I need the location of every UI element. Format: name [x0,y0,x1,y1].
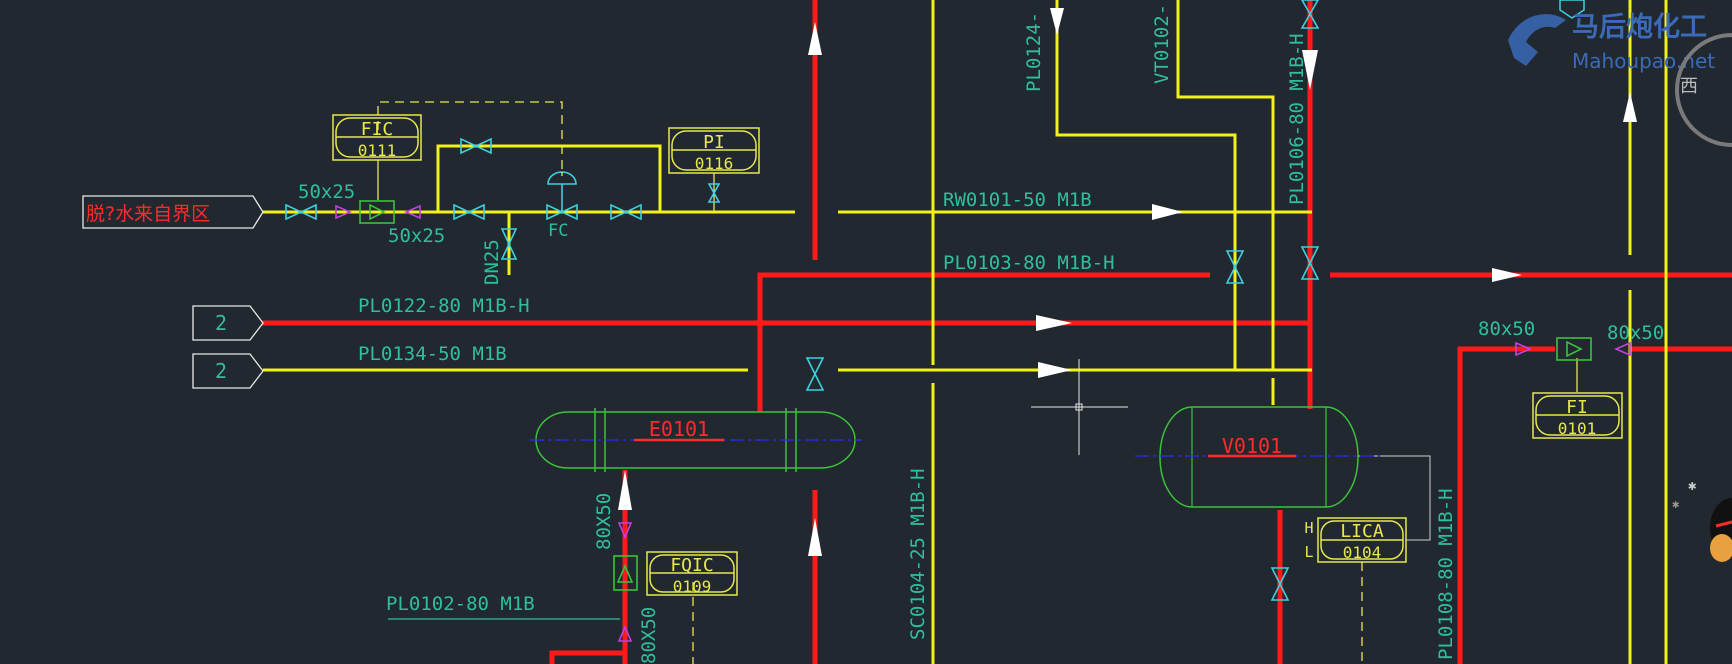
control-valve-body [546,203,578,221]
line-label-pl0108: PL0108-80 M1B-H [1435,488,1457,660]
watermark: 马后炮化工 Mahoupao.net 西 [1508,0,1732,147]
gate-valve [610,203,642,221]
instrument-tag: FQIC [670,555,713,576]
instrument-fi-0101 [1532,392,1623,439]
instrument-tag: LICA [1340,521,1384,542]
gate-valve-drain [500,228,518,260]
gate-valve-pi [707,183,721,203]
equipment-tag-v0101: V0101 [1222,434,1282,458]
flow-arrows [618,8,1637,556]
line-label-pl0124: PL0124- [1023,12,1045,92]
instrument-loop: 0116 [695,154,734,173]
line-vt0102 [1176,0,1275,370]
line-pl0108 [1457,346,1555,664]
line-label-pl0103: PL0103-80 M1B-H [943,252,1115,274]
instrument-loop: 0109 [673,577,712,596]
size-label: 80X50 [638,607,660,664]
instrument-tag: FIC [361,119,394,140]
valves [285,0,1320,601]
offpage-connectors [82,195,264,389]
level-tap-lines [1358,455,1431,541]
gate-valve [1270,567,1290,601]
cad-crosshair-cursor [1031,359,1128,455]
instrument-loop: 0111 [358,141,397,160]
inlet-boundary-flag [82,195,264,229]
offpage-number: 2 [215,359,227,383]
svg-text:✱: ✱ [1688,478,1697,494]
gate-valve [1300,246,1320,280]
mascot-icon: ✱ ✱ [1672,478,1732,562]
control-valve-actuator [547,171,577,212]
watermark-horse-logo [1508,14,1566,66]
flow-elements [359,200,1592,591]
gate-valve [1225,250,1245,284]
instrument-lica-0104 [1317,517,1407,563]
gate-valve [285,203,317,221]
alarm-low-label: L [1304,543,1313,561]
valve-action-label: FC [548,221,568,241]
size-label: 80x50 [1607,322,1664,344]
offpage-connector-2 [192,353,264,389]
instrument-tag: PI [703,132,725,153]
instrument-bubbles [332,114,1623,596]
line-label-pl0106: PL0106-80 M1B-H [1286,33,1308,205]
svg-text:✱: ✱ [1672,497,1679,511]
line-label-pl0122: PL0122-80 M1B-H [358,295,530,317]
gate-valve [460,137,492,155]
offpage-connector-1 [192,305,264,341]
line-label-pl0102: PL0102-80 M1B [386,593,535,615]
drain-size-label: DN25 [481,239,503,285]
size-label: 50x25 [298,181,355,203]
instrument-fic-0111 [332,114,422,161]
line-label-sc0104: SC0104-25 M1B-H [907,468,929,640]
watermark-side-char: 西 [1680,76,1698,97]
vessel-v0101 [1135,406,1380,508]
line-label-pl0134: PL0134-50 M1B [358,343,507,365]
line-pl0124 [1055,0,1237,370]
alarm-high-label: H [1304,519,1313,537]
watermark-cn: 马后炮化工 [1572,11,1707,43]
size-label: 80X50 [593,493,615,550]
offpage-number: 2 [215,311,227,335]
reducers [335,204,1631,642]
gate-valve [805,357,825,391]
instrument-pi-0116 [668,127,760,174]
heat-exchanger-e0101 [530,408,862,472]
instrument-fqic-0109 [646,551,738,596]
instrument-loop: 0104 [1343,543,1382,562]
equipment-tag-e0101: E0101 [649,417,709,441]
signal-lines [377,101,1578,664]
line-label-rw0101: RW0101-50 M1B [943,189,1092,211]
gate-valve [453,203,485,221]
size-label: 50x25 [388,225,445,247]
line-label-vt0102: VT0102- [1151,4,1173,84]
gate-valve [1300,0,1320,29]
utility-lines [263,0,1668,664]
inlet-boundary-label: 脱?水来自界区 [86,203,210,225]
size-label: 80x50 [1478,318,1535,340]
instrument-loop: 0101 [1558,419,1597,438]
instrument-tag: FI [1566,397,1588,418]
